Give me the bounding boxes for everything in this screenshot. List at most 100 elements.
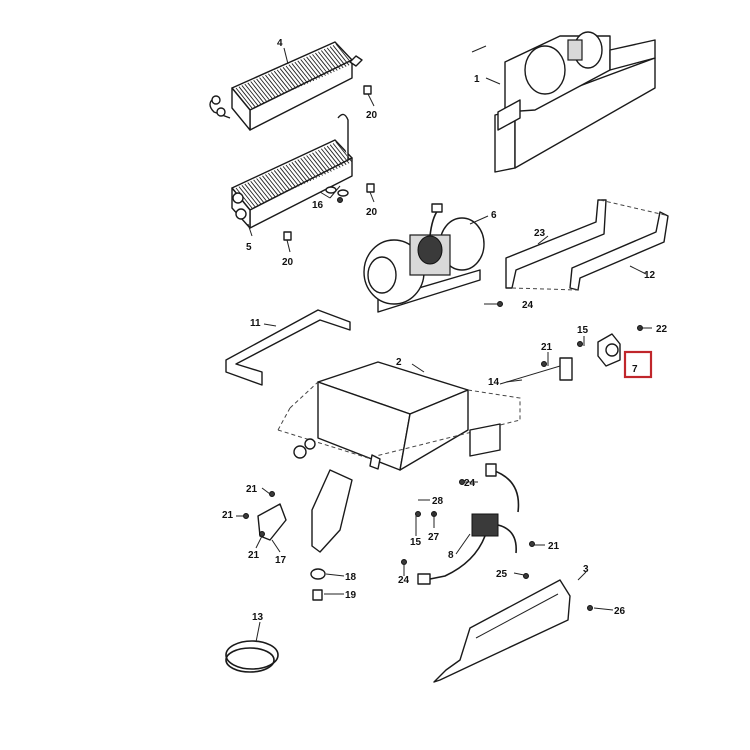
callout-20-c: 20 (282, 257, 294, 268)
core-fin (300, 59, 318, 80)
core-fin (300, 157, 318, 179)
callout-24-a: 24 (522, 300, 534, 311)
core-fin (270, 72, 288, 93)
callout-23: 23 (534, 228, 546, 239)
core-fin (294, 160, 312, 182)
part-23-duct-seal (505, 199, 607, 289)
part-7-highlight-box (623, 350, 653, 379)
core-fin (247, 182, 265, 203)
core-fin (303, 57, 320, 79)
callout-21-e: 21 (248, 550, 260, 561)
core-fin (279, 167, 297, 188)
callout-18: 18 (345, 572, 357, 583)
core-fin (268, 172, 285, 194)
core-fin (276, 69, 294, 91)
core-fin (273, 170, 291, 191)
core-fin (285, 65, 303, 87)
part-12-duct-seal (569, 211, 669, 291)
callout-20-b: 20 (366, 207, 378, 218)
core-fin (256, 78, 273, 100)
core-fin (309, 55, 326, 76)
core-fin (270, 171, 288, 193)
callout-27: 27 (428, 532, 440, 543)
callout-6: 6 (491, 210, 497, 221)
core-fin (288, 163, 306, 184)
callout-3: 3 (583, 564, 589, 575)
part-20-clip-b (366, 183, 375, 193)
callout-26: 26 (614, 606, 626, 617)
callout-2: 2 (396, 357, 402, 368)
part-2-lower-case (277, 361, 521, 553)
core-fin (329, 46, 347, 67)
core-fin (265, 174, 282, 195)
part-7-actuator (597, 333, 653, 379)
core-fin (268, 73, 285, 95)
core-fin (259, 77, 276, 98)
core-fin (262, 76, 279, 97)
callout-19: 19 (345, 590, 357, 601)
core-fin (297, 60, 315, 82)
callout-21-b: 21 (246, 484, 258, 495)
part-8-resistor (417, 463, 520, 585)
callout-24-c: 24 (398, 575, 410, 586)
core-fin (250, 81, 268, 102)
core-fin (323, 147, 341, 168)
core-fin (291, 63, 309, 84)
core-fin (276, 168, 294, 190)
core-fin (312, 54, 329, 75)
leader-lines (236, 45, 652, 643)
core-fin (294, 61, 312, 83)
callout-11: 11 (250, 318, 261, 329)
core-fin (253, 79, 270, 101)
part-19-clip (312, 589, 323, 601)
callout-labels: 4 1 20 20 16 6 5 20 23 12 24 11 15 22 21… (222, 38, 668, 623)
callout-21-a: 21 (541, 342, 553, 353)
callout-15-b: 15 (410, 537, 422, 548)
callout-17: 17 (275, 555, 287, 566)
core-fin (250, 180, 268, 202)
core-fin (282, 67, 300, 88)
core-fin (238, 86, 256, 107)
core-fin (320, 148, 338, 170)
part-1-upper-housing (494, 31, 656, 173)
core-fin (291, 162, 309, 183)
callout-12: 12 (644, 270, 656, 281)
core-fin (320, 50, 338, 71)
core-fin (256, 178, 273, 199)
callout-22: 22 (656, 324, 668, 335)
core-fin (306, 155, 323, 176)
core-fin (259, 176, 276, 198)
core-fin (247, 82, 265, 104)
core-fin (235, 187, 253, 209)
core-fin (318, 149, 335, 171)
callout-21-d: 21 (548, 541, 560, 552)
callout-28: 28 (432, 496, 444, 507)
part-18-grommet (310, 568, 326, 580)
core-fin (288, 64, 306, 85)
core-fin (329, 144, 347, 165)
part-13-drain-hose (225, 640, 279, 670)
callout-25: 25 (496, 569, 508, 580)
part-20-clip-c (283, 231, 292, 241)
part-3-lower-cover (433, 579, 571, 683)
callout-4: 4 (277, 38, 283, 49)
part-11-seal (225, 309, 351, 386)
core-fin (309, 153, 326, 175)
callout-16: 16 (312, 200, 324, 211)
fasteners (243, 197, 643, 611)
core-fin (326, 145, 344, 167)
core-fin (241, 85, 259, 106)
callout-13: 13 (252, 612, 264, 623)
core-fin (306, 56, 323, 78)
core-fin (332, 143, 350, 164)
core-fin (235, 87, 253, 109)
core-fin (285, 164, 303, 186)
core-fin (318, 51, 335, 73)
part-6-blower-assembly (363, 203, 485, 313)
core-fin (244, 183, 262, 205)
core-fin (315, 52, 332, 74)
core-fin (332, 45, 350, 66)
core-fin (241, 185, 259, 206)
core-fin (262, 175, 279, 197)
callout-14: 14 (488, 377, 500, 388)
